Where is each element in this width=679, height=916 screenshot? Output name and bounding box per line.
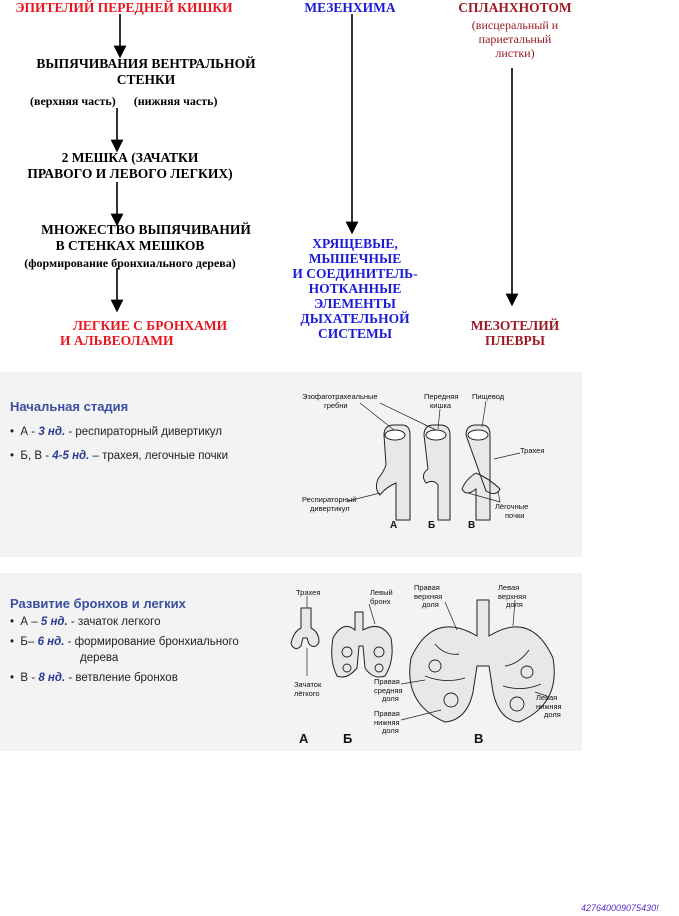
panel1-title: Начальная стадия [10, 399, 129, 414]
col3-sub1: (висцеральный и [471, 18, 559, 32]
col3-res1: МЕЗОТЕЛИЙ [470, 318, 560, 333]
fig1-label-pish: Пищевод [472, 392, 505, 401]
drawing-v-top [467, 429, 489, 441]
fig2-letter-b: Б [343, 731, 353, 746]
col2-r2: МЫШЕЧНЫЕ [308, 251, 402, 266]
drawing-v [461, 424, 501, 521]
fig2-label-trach: Трахея [296, 588, 321, 597]
col1-step3-line1: МНОЖЕСТВО ВЫПЯЧИВАНИЙ [41, 222, 251, 237]
panel1-bullet2: • Б, В - 4-5 нд. – трахея, легочные почк… [10, 450, 229, 462]
panel2-bullet3: • В - 8 нд. - ветвление бронхов [10, 672, 178, 684]
fig1-letter-b: Б [428, 520, 436, 531]
drawing-a-top [384, 429, 406, 441]
drawing-lungs-v [409, 599, 555, 723]
col2-r5: ЭЛЕМЕНТЫ [314, 296, 396, 311]
panel2-bullet1: • А – 5 нд. - зачаток легкого [10, 616, 161, 628]
figure-bronchi [290, 596, 555, 723]
col1-head: ЭПИТЕЛИЙ ПЕРЕДНЕЙ КИШКИ [15, 0, 233, 15]
col3-sub3: листки) [495, 46, 535, 60]
figure-initial-stage [347, 400, 521, 521]
panel1-bullet1: • А - 3 нд. - респираторный дивертикул [10, 426, 222, 438]
col1-step1-line1: ВЫПЯЧИВАНИЯ ВЕНТРАЛЬНОЙ [36, 56, 256, 71]
drawing-tree-b [331, 611, 393, 678]
col1-step2-line1: 2 МЕШКА (ЗАЧАТКИ [61, 150, 199, 165]
fig1-letter-a: А [390, 520, 398, 531]
col1-step3-line2: В СТЕНКАХ МЕШКОВ [55, 238, 205, 253]
panel2-bullet2-cont: дерева [80, 652, 119, 664]
drawing-a [375, 424, 411, 521]
panel2-bullet2: • Б– 6 нд. - формирование бронхиального [10, 636, 239, 648]
panel2-title: Развитие бронхов и легких [10, 596, 186, 611]
col2-r3: И СОЕДИНИТЕЛЬ- [292, 266, 418, 281]
fig1-letter-v: В [468, 520, 476, 531]
drawing-b [422, 424, 451, 521]
footer-code: 427640009075430! [581, 903, 659, 913]
col1-result-line2: И АЛЬВЕОЛАМИ [60, 333, 174, 348]
col1-step1-line2: СТЕНКИ [116, 72, 176, 87]
drawing-b-top [425, 429, 447, 441]
col2-head: МЕЗЕНХИМА [304, 0, 396, 15]
drawing-bud-a [290, 607, 320, 650]
col1-step3-sub: (формирование бронхиального дерева) [24, 256, 236, 270]
col2-r7: СИСТЕМЫ [317, 326, 392, 341]
col1-step1-sub: (верхняя часть) (нижняя часть) [30, 94, 218, 108]
col3-sub2: париетальный [478, 32, 552, 46]
col3-res2: ПЛЕВРЫ [484, 333, 546, 348]
fig1-label-trach: Трахея [520, 446, 545, 455]
fig2-letter-a: А [299, 731, 309, 746]
fig2-letter-v: В [474, 731, 484, 746]
col1-result-line1: ЛЕГКИЕ С БРОНХАМИ [72, 318, 228, 333]
col3-head: СПЛАНХНОТОМ [458, 0, 572, 15]
flow-arrows [110, 14, 519, 313]
col2-r6: ДЫХАТЕЛЬНОЙ [300, 311, 410, 326]
col2-r4: НОТКАННЫЕ [308, 281, 402, 296]
col1-step2-line2: ПРАВОГО И ЛЕВОГО ЛЕГКИХ) [27, 166, 233, 181]
col2-r1: ХРЯЩЕВЫЕ, [312, 236, 398, 251]
